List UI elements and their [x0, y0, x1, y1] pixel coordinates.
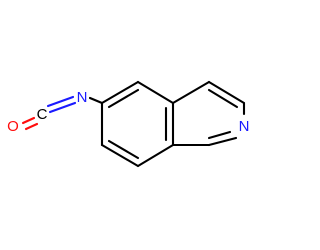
bond-o-c-line2: [24, 122, 39, 131]
bond-c6-c5: [100, 80, 140, 105]
bond-n2-c1-inner: [207, 130, 232, 140]
bond-c4-c3-inner: [207, 88, 239, 109]
bond-c4a-c4: [171, 80, 211, 105]
bond-n2-c1: [207, 136, 238, 147]
bond-c6-c5-inner: [107, 88, 140, 109]
bond-c8-c7-inner: [107, 139, 140, 160]
bond-o-c-line1: [21, 116, 36, 125]
isoquinoline-isocyanate-structure: O C N N: [7, 80, 250, 168]
bond-c8a-c8: [136, 143, 175, 168]
bond-c5-c4a: [136, 80, 175, 105]
bond-n-c6: [88, 96, 104, 105]
atom-label-ring-nitrogen: N: [239, 118, 250, 135]
bond-c-n-line2: [48, 101, 77, 114]
atom-label-oxygen: O: [7, 118, 19, 135]
bond-c8-c7: [100, 143, 140, 168]
bond-c4-c3: [207, 80, 246, 105]
atom-label-carbon: C: [37, 106, 48, 123]
bond-c-n-line1: [46, 95, 75, 108]
atom-label-isocyanate-nitrogen: N: [77, 89, 88, 106]
